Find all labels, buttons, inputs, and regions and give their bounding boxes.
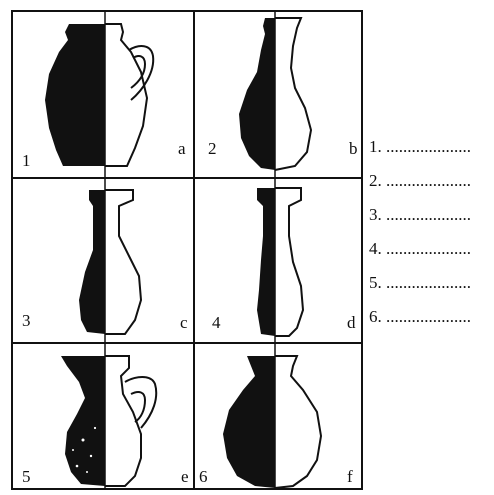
vessel-number-label: 6 xyxy=(199,467,208,486)
vessel-letter-label: a xyxy=(178,139,186,158)
vessel-f-outline xyxy=(274,355,323,489)
answer-line[interactable]: 6. .................... xyxy=(369,307,471,326)
answer-line[interactable]: 4. .................... xyxy=(369,239,471,258)
vessel-number-label: 2 xyxy=(208,139,217,158)
vessel-number-label: 3 xyxy=(22,311,31,330)
vessel-1-profile xyxy=(45,24,105,166)
vessel-5-profile xyxy=(61,356,105,486)
vessel-number-label: 5 xyxy=(22,467,31,486)
vessel-letter-label: c xyxy=(180,313,188,332)
vessel-e-outline xyxy=(105,355,158,487)
vessel-3-profile xyxy=(79,190,105,334)
vessel-4-profile xyxy=(257,188,275,336)
vessel-d-outline xyxy=(275,187,305,337)
answer-line[interactable]: 3. .................... xyxy=(369,205,471,224)
answer-line[interactable]: 5. .................... xyxy=(369,273,471,292)
vessel-letter-label: e xyxy=(181,467,189,486)
vessel-profile-grid: 1 a 2 b 3 c 4 d 5 e 6 f xyxy=(11,10,363,490)
vessel-letter-label: b xyxy=(349,139,358,158)
vessel-2-profile xyxy=(239,18,275,170)
vessel-letter-label: d xyxy=(347,313,356,332)
vessel-number-label: 1 xyxy=(22,151,31,170)
vessel-c-outline xyxy=(105,189,143,335)
vessel-number-label: 4 xyxy=(212,313,221,332)
vessel-a-outline xyxy=(105,23,155,167)
answer-line[interactable]: 2. .................... xyxy=(369,171,471,190)
answer-line[interactable]: 1. .................... xyxy=(369,137,471,156)
vessel-letter-label: f xyxy=(347,467,353,486)
vessel-b-outline xyxy=(274,17,313,171)
vessel-6-profile xyxy=(223,356,275,488)
